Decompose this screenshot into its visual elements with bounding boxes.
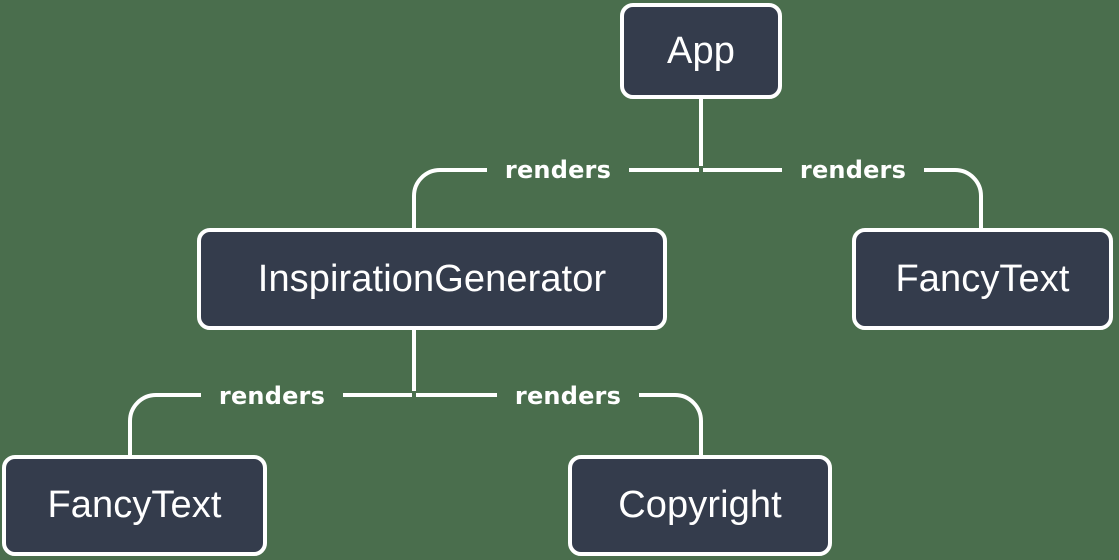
node-copyright[interactable]: Copyright <box>568 455 832 556</box>
node-inspirationgenerator-label: InspirationGenerator <box>257 257 607 300</box>
node-app[interactable]: App <box>620 3 782 99</box>
label-gap-1 <box>487 154 629 186</box>
edge-app-to-inspirationgenerator <box>412 168 699 228</box>
label-gap-3 <box>201 380 343 412</box>
edge-label-app-to-inspirationgenerator: renders <box>504 156 612 184</box>
node-fancytext-bottom-left[interactable]: FancyText <box>2 455 267 556</box>
edge-label-inspirationgenerator-to-fancytext: renders <box>218 382 326 410</box>
node-fancytext-right-label: FancyText <box>895 257 1070 300</box>
edge-inspirationgenerator-to-fancytext <box>128 393 412 455</box>
edge-label-inspirationgenerator-to-copyright: renders <box>514 382 622 410</box>
node-app-label: App <box>667 29 735 72</box>
node-fancytext-bottom-left-label: FancyText <box>47 484 222 526</box>
edge-label-app-to-fancytext-right: renders <box>799 156 907 184</box>
label-gap-2 <box>782 154 924 186</box>
node-fancytext-right[interactable]: FancyText <box>852 228 1113 330</box>
label-gap-4 <box>497 380 639 412</box>
node-inspirationgenerator[interactable]: InspirationGenerator <box>197 228 667 330</box>
edge-inspirationgenerator-to-copyright <box>416 393 703 455</box>
edge-app-to-fancytext-right <box>703 168 983 228</box>
node-copyright-label: Copyright <box>618 484 782 526</box>
